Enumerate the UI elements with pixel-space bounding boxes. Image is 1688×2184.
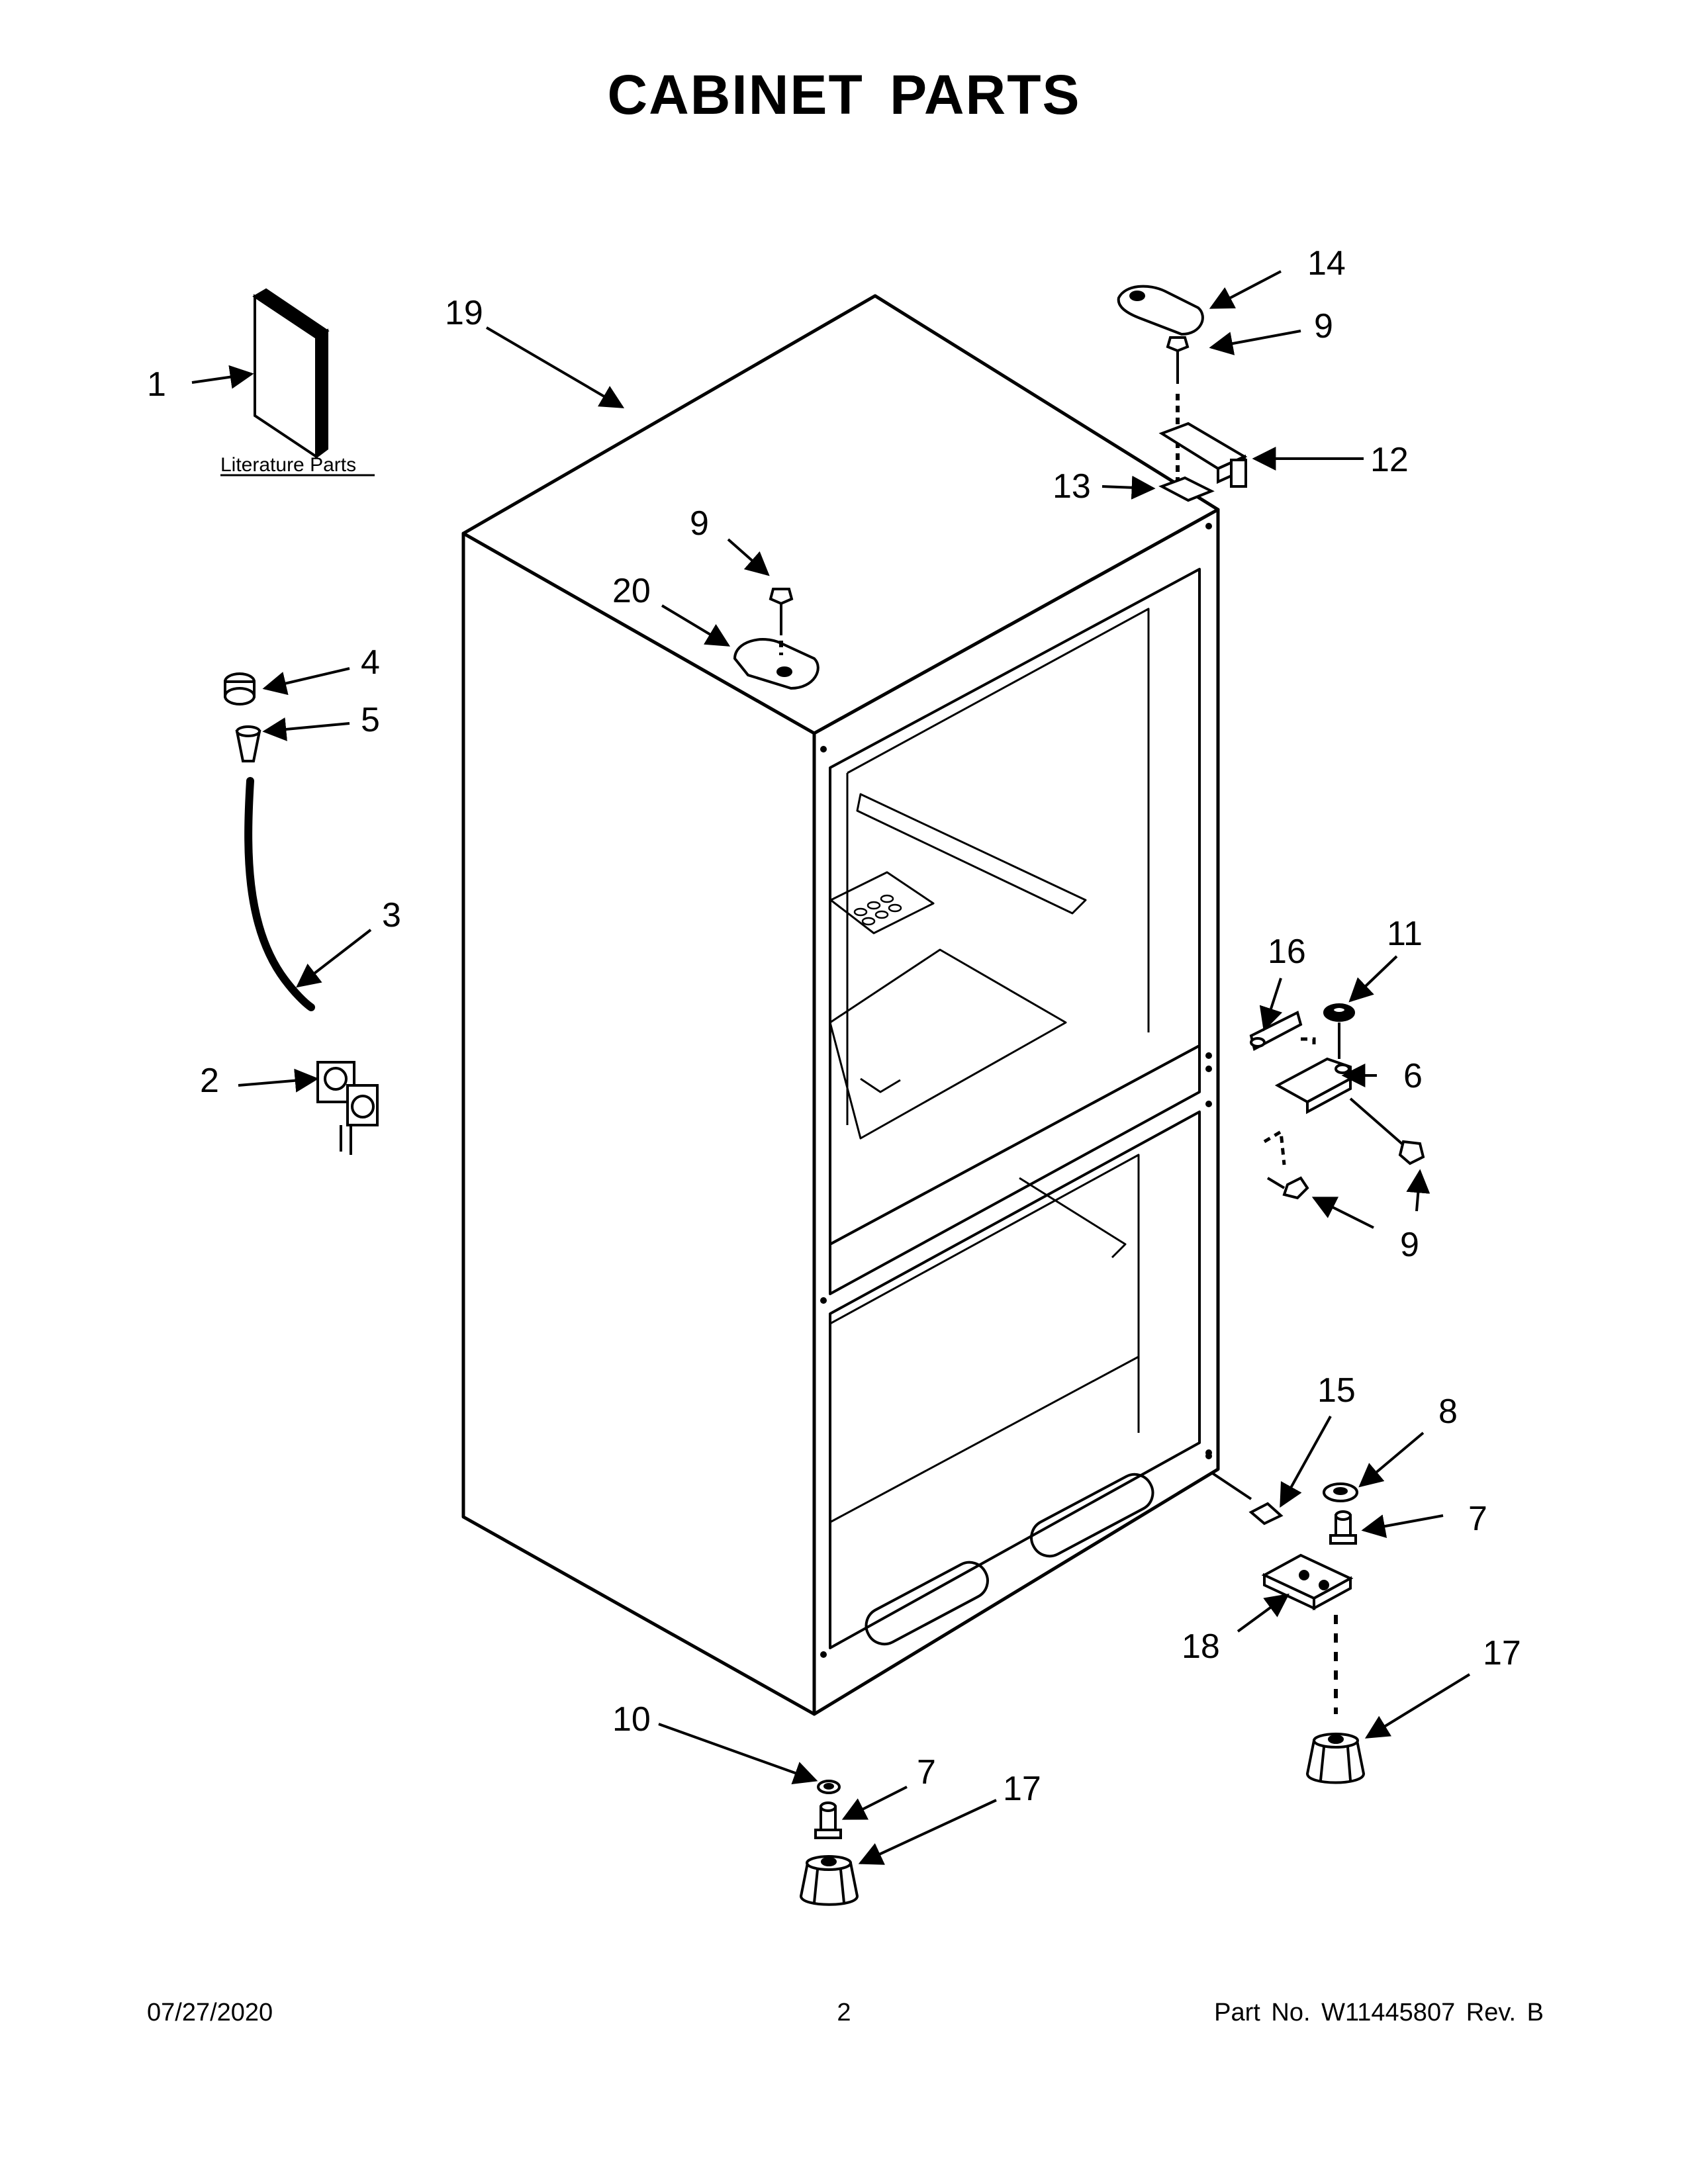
literature-parts-label: Literature Parts [220,454,356,476]
callout-6: 6 [1403,1057,1423,1095]
hinge-shim-icon [1158,476,1215,502]
callout-20: 20 [612,572,651,610]
footer-date: 07/27/2020 [147,1999,273,2026]
tube-clamp-icon [224,672,256,705]
callout-4: 4 [361,643,380,682]
cabinet-shell [461,294,1220,1716]
callout-12: 12 [1370,441,1409,479]
callout-19: 19 [445,294,483,332]
callout-17-right: 17 [1483,1634,1521,1672]
callout-14: 14 [1307,244,1346,283]
mullion [829,1044,1201,1295]
leader-lines [191,270,1471,1865]
callout-9-top-right: 9 [1314,307,1333,345]
leveling-foot-left-icon [799,1855,859,1906]
callout-11: 11 [1387,915,1423,953]
callout-labels: 1 2 3 4 5 6 7 7 8 9 9 9 10 11 12 13 14 1… [147,244,1521,1808]
callout-13: 13 [1053,467,1091,506]
washer-left-icon [817,1780,841,1794]
footer-part-number: Part No. W11445807 Rev. B [1214,1999,1544,2026]
hinge-bushing-icon [1323,1003,1355,1022]
hinge-cover-top-left-icon [733,638,820,690]
middle-screw-icon [1266,1176,1309,1200]
freezer-opening [829,1111,1201,1649]
water-tube-icon [244,777,315,1011]
page-title: CABINET PARTS [607,64,1081,126]
bottom-hinge-bracket-icon [1261,1553,1354,1611]
middle-hinge-icon [1274,1057,1352,1115]
washer-icon [1323,1482,1358,1502]
hinge-cover-top-right-icon [1117,285,1204,336]
cabinet-front-frame [812,508,1220,1716]
middle-hinge-screw-icon [1349,1097,1425,1165]
callout-7-right: 7 [1468,1500,1487,1538]
top-hinge-icon [1158,422,1248,488]
footer-page-number: 2 [837,1999,851,2026]
bottom-hinge-clip-icon [1248,1502,1284,1525]
callout-5: 5 [361,701,380,739]
callout-9-middle: 9 [1400,1226,1419,1264]
callout-7-left: 7 [917,1753,936,1792]
insert-fitting-icon [235,725,261,762]
cabinet-left-side [461,531,816,1716]
callout-3: 3 [382,896,401,934]
literature-parts-icon [252,288,330,459]
leveling-screw-left-icon [814,1801,842,1839]
callout-1: 1 [147,365,166,404]
callout-15: 15 [1317,1371,1356,1410]
leveling-foot-right-icon [1305,1733,1366,1784]
callout-18: 18 [1182,1627,1220,1666]
callout-16: 16 [1268,933,1306,971]
screw-icon [769,588,794,635]
callout-10: 10 [612,1700,651,1739]
leveling-screw-right-icon [1329,1510,1357,1545]
water-valve-icon [316,1061,379,1155]
callout-17-left: 17 [1003,1770,1041,1808]
callout-8: 8 [1438,1392,1458,1431]
hinge-screw-icon [1166,336,1190,384]
callout-9-center: 9 [690,504,709,543]
middle-hinge-bracket-icon [1249,1011,1303,1051]
callout-2: 2 [200,1062,219,1100]
